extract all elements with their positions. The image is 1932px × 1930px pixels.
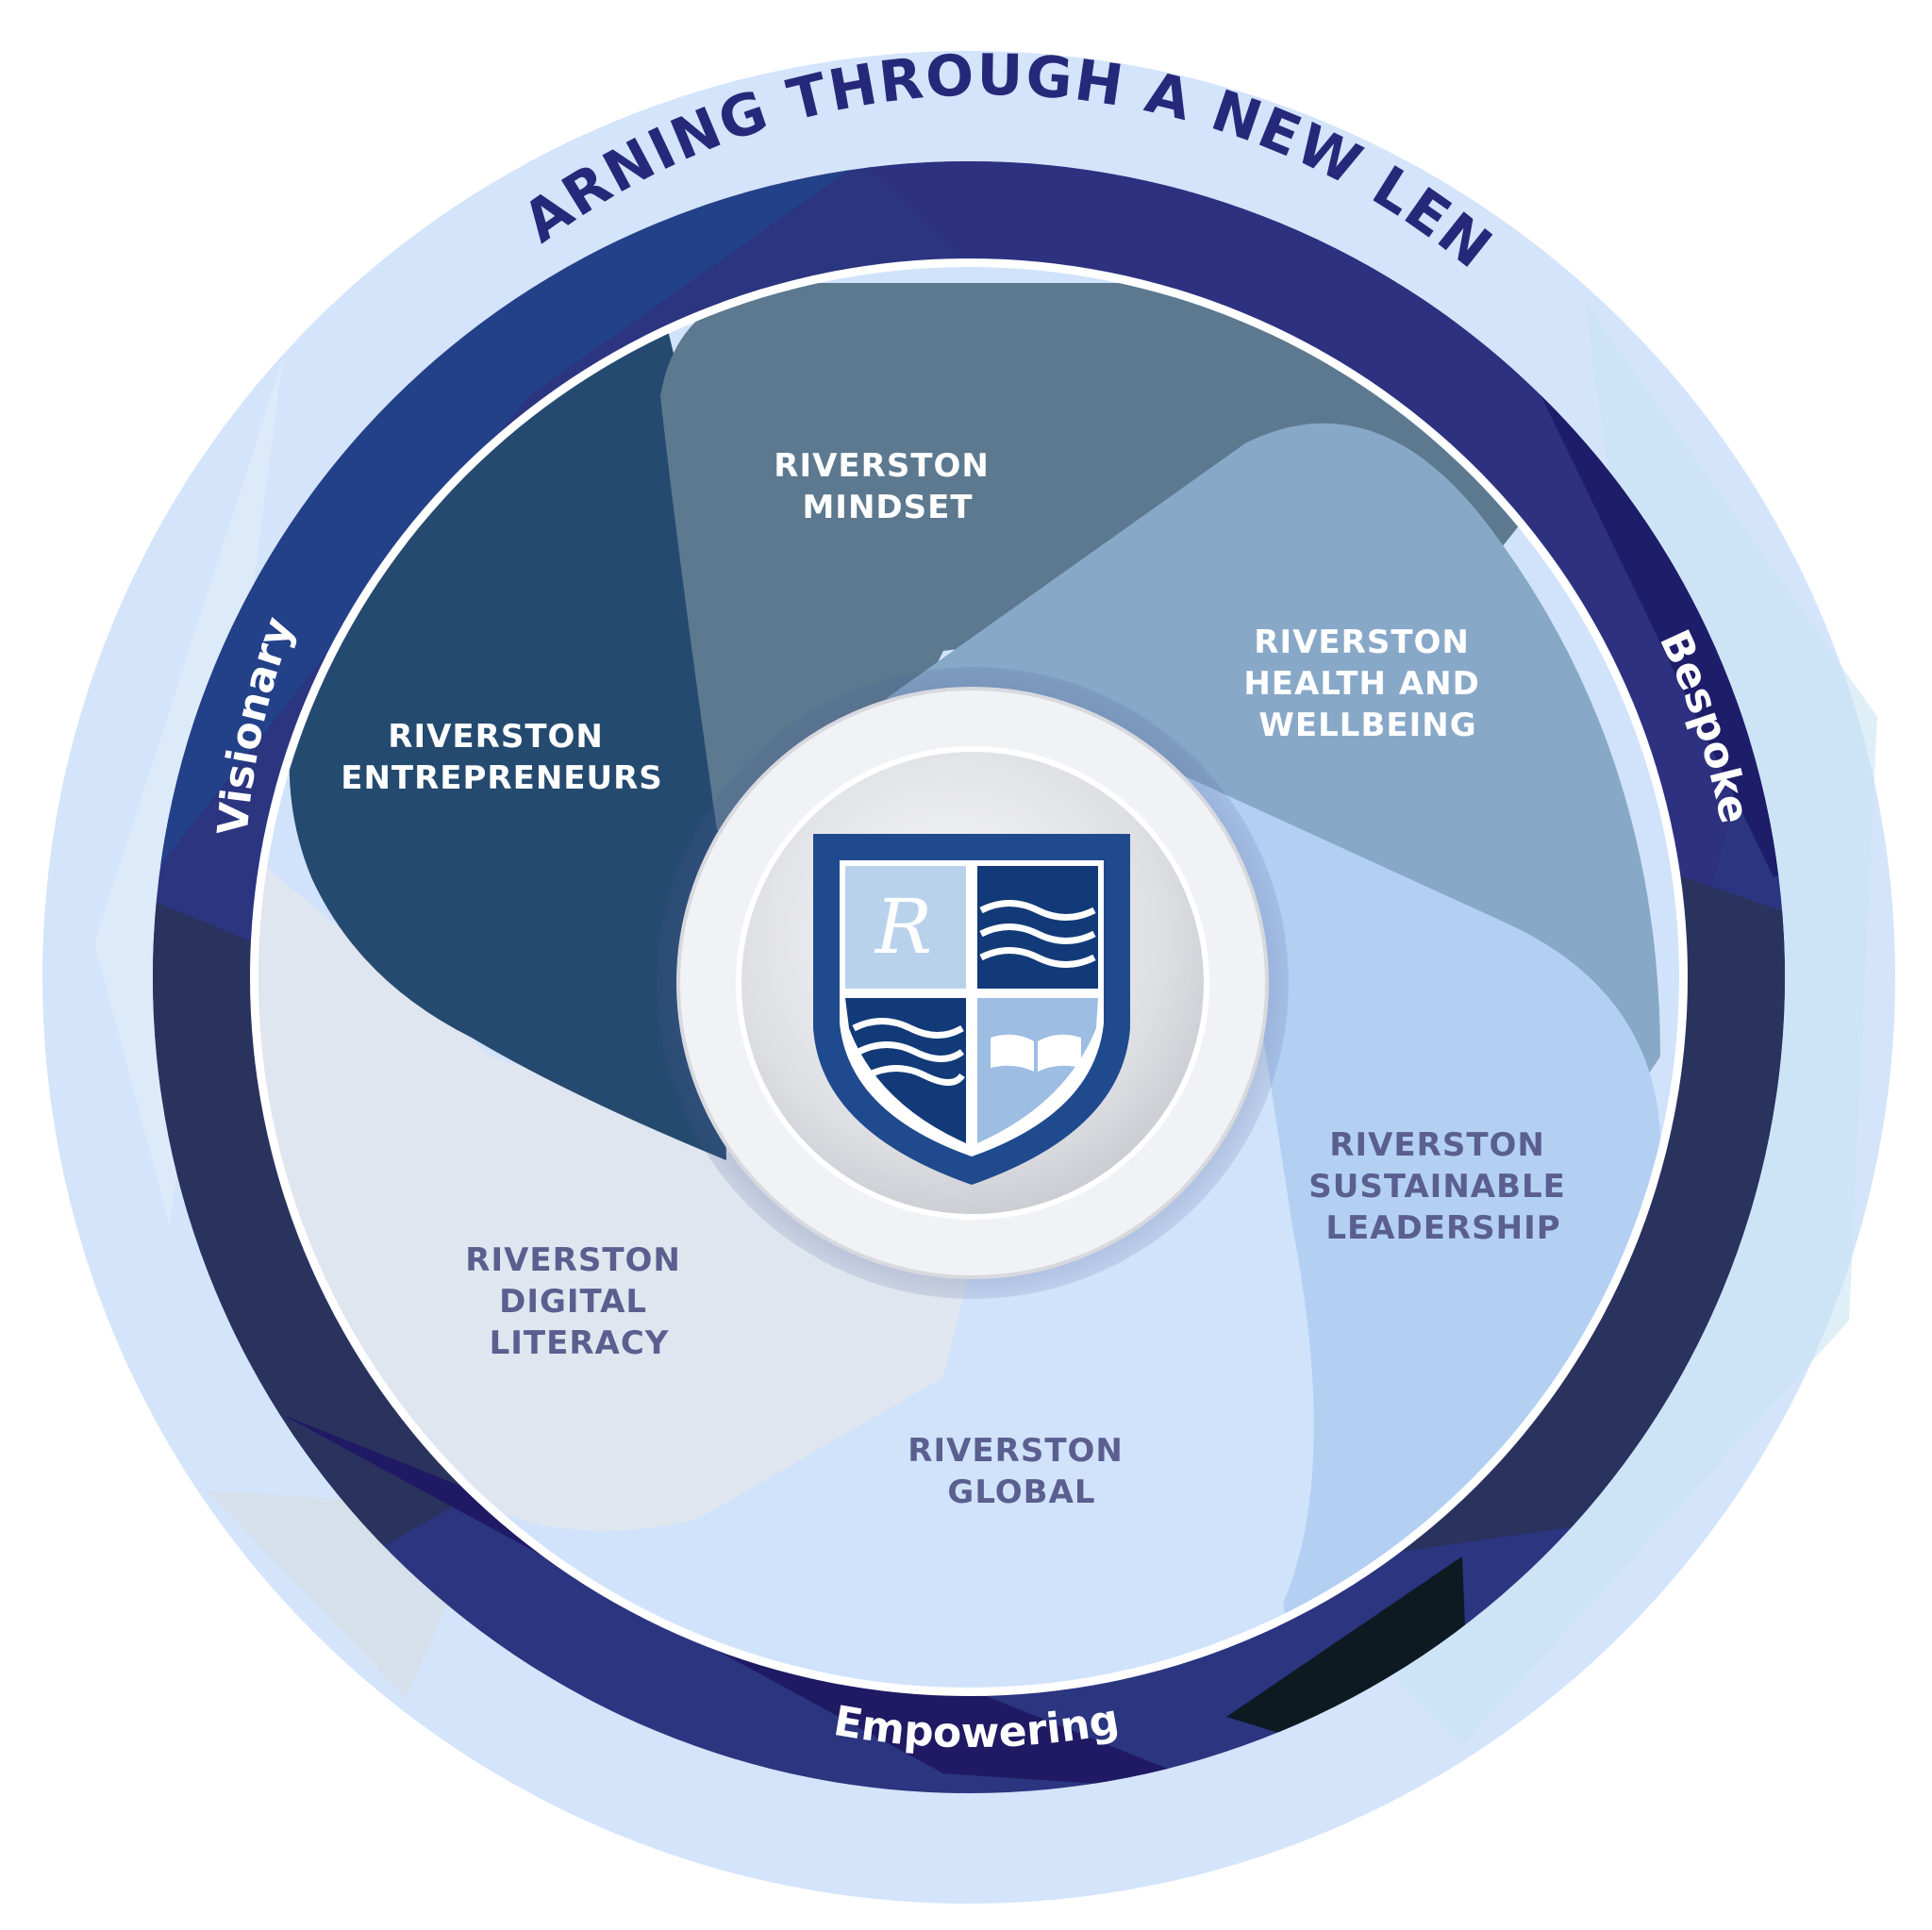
school-crest: R: [813, 834, 1130, 1185]
label-sustainable: RIVERSTON SUSTAINABLE LEADERSHIP: [1308, 1126, 1578, 1247]
outer-ring-facet: [1321, 302, 1877, 1745]
segment-digital: [258, 849, 981, 1531]
label-digital: RIVERSTON DIGITAL LITERACY: [465, 1241, 692, 1362]
label-global: RIVERSTON GLOBAL: [908, 1432, 1135, 1511]
open-book-icon: [991, 1034, 1081, 1072]
crest-monogram: R: [874, 883, 932, 971]
label-health: RIVERSTON HEALTH AND WELLBEING: [1243, 624, 1491, 744]
label-entrepreneurs: RIVERSTON ENTREPRENEURS: [341, 718, 663, 797]
wave-lines: [852, 900, 1096, 1086]
crest-quarter-monogram: [845, 866, 966, 989]
label-mindset: RIVERSTON MINDSET: [774, 447, 1001, 526]
